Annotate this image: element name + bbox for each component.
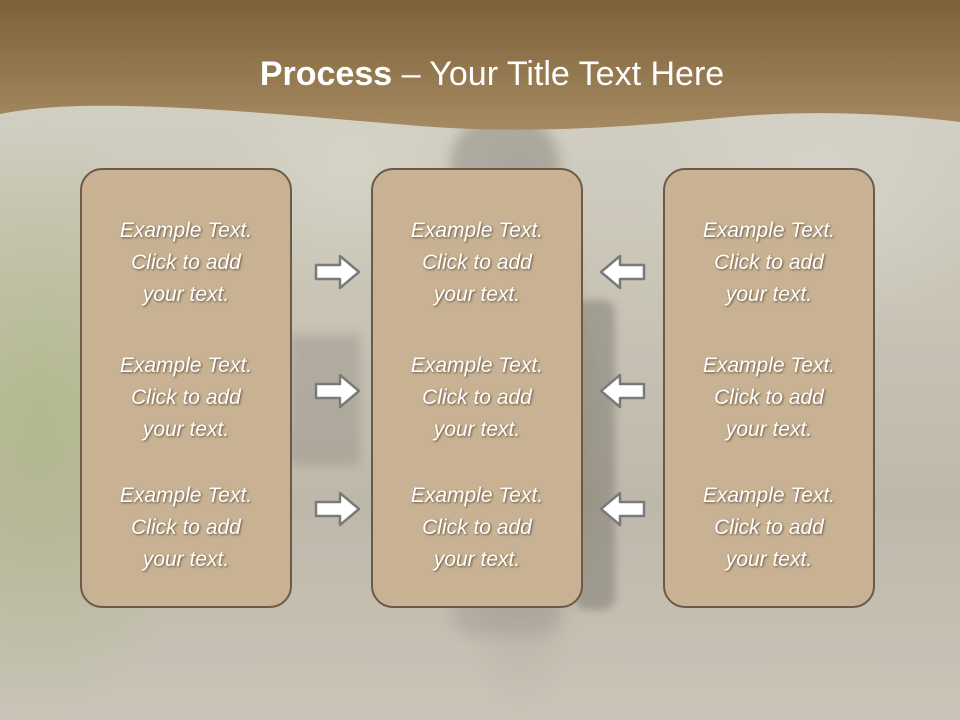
box-text[interactable]: Example Text. Click to add your text. xyxy=(119,484,253,571)
box-text[interactable]: Example Text. Click to add your text. xyxy=(702,219,836,306)
box-text[interactable]: Example Text. Click to add your text. xyxy=(119,219,253,306)
right-arrow-icon xyxy=(314,491,361,527)
box-text[interactable]: Example Text. Click to add your text. xyxy=(410,354,544,441)
process-box-right[interactable]: Example Text. Click to add your text. Ex… xyxy=(663,168,875,608)
right-arrow-icon xyxy=(314,373,361,409)
title-band: Process – Your Title Text Here xyxy=(0,0,960,140)
box-text[interactable]: Example Text. Click to add your text. xyxy=(702,484,836,571)
page-title[interactable]: Process – Your Title Text Here xyxy=(0,52,960,96)
title-rest: – Your Title Text Here xyxy=(392,55,725,93)
process-box-left[interactable]: Example Text. Click to add your text. Ex… xyxy=(80,168,292,608)
right-arrow-icon xyxy=(314,254,361,290)
left-arrow-icon xyxy=(599,491,646,527)
box-text[interactable]: Example Text. Click to add your text. xyxy=(702,354,836,441)
title-band-shape xyxy=(0,0,960,130)
left-arrow-icon xyxy=(599,254,646,290)
title-bold: Process xyxy=(259,55,393,93)
left-arrow-icon xyxy=(599,373,646,409)
box-text[interactable]: Example Text. Click to add your text. xyxy=(119,354,253,441)
process-box-center[interactable]: Example Text. Click to add your text. Ex… xyxy=(371,168,583,608)
box-text[interactable]: Example Text. Click to add your text. xyxy=(410,219,544,306)
box-text[interactable]: Example Text. Click to add your text. xyxy=(410,484,544,571)
